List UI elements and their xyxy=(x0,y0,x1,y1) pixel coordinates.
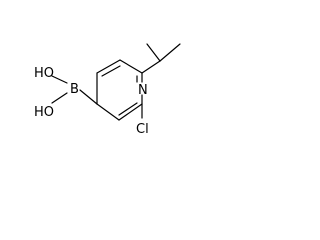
bond-c3-c4 xyxy=(119,59,143,74)
bond-c2-c3 xyxy=(96,59,121,74)
bond-c6-c5 xyxy=(118,103,143,121)
bond-boron-to-hydroxyl-bottom xyxy=(51,92,68,104)
boron-label: B xyxy=(70,82,79,97)
hydroxyl-top-label: HO xyxy=(34,66,54,81)
hydroxyl-bottom-label: HO xyxy=(34,105,54,120)
double-bond-c2-c3-inner xyxy=(101,65,121,77)
bond-isopropyl-methyl-left xyxy=(146,43,161,62)
chlorine-label: Cl xyxy=(136,122,149,137)
molecule-diagram: B HO HO N Cl xyxy=(34,43,181,137)
bond-ring-to-boron xyxy=(79,89,98,105)
bond-isopropyl-methyl-right xyxy=(159,43,181,62)
bond-boron-to-hydroxyl-top xyxy=(51,75,68,84)
bond-ring-to-isopropyl xyxy=(141,60,161,74)
bond-c5-c1 xyxy=(96,103,120,121)
structure-canvas: B HO HO N Cl xyxy=(0,0,200,185)
double-bond-c6-c5-inner xyxy=(118,102,138,116)
nitrogen-label: N xyxy=(138,83,148,98)
